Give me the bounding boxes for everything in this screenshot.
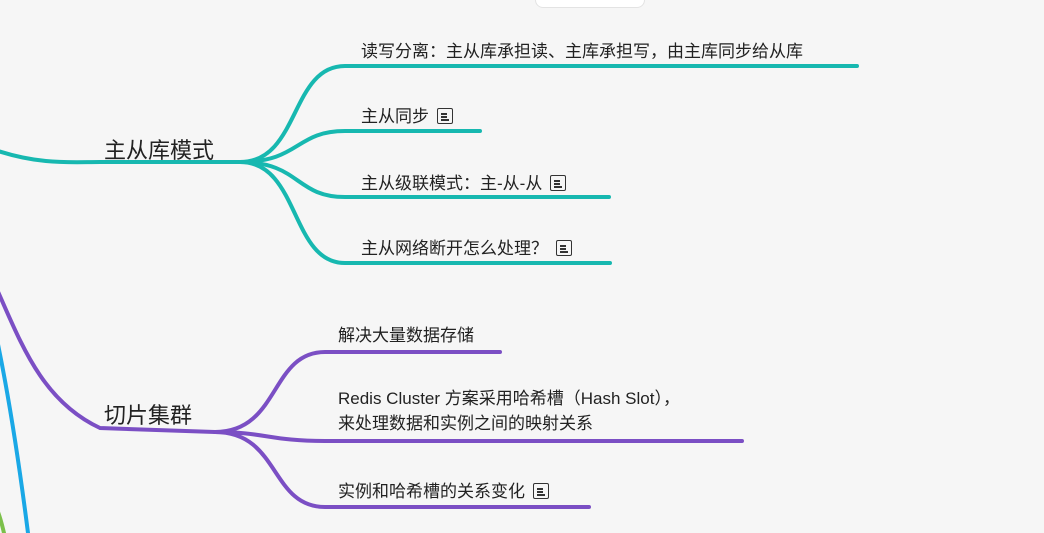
root-branch-green bbox=[0, 511, 6, 533]
teal-edge-1 bbox=[238, 64, 859, 164]
subtopic-large-data-storage[interactable]: 解决大量数据存储 bbox=[338, 321, 474, 346]
subtopic-label: 主从同步 bbox=[361, 107, 429, 126]
subtopic-read-write-split[interactable]: 读写分离：主从库承担读、主库承担写，由主库同步给从库 bbox=[361, 37, 803, 62]
note-icon[interactable] bbox=[437, 108, 453, 124]
purple-edge-3 bbox=[213, 430, 591, 509]
root-branch-purple bbox=[0, 291, 217, 434]
subtopic-network-disconnect[interactable]: 主从网络断开怎么处理？ bbox=[361, 234, 572, 259]
root-branch-teal bbox=[0, 149, 242, 165]
subtopic-master-slave-sync[interactable]: 主从同步 bbox=[361, 102, 453, 127]
note-icon[interactable] bbox=[533, 483, 549, 499]
subtopic-label: 解决大量数据存储 bbox=[338, 326, 474, 345]
subtopic-cascade-mode[interactable]: 主从级联模式：主-从-从 bbox=[361, 169, 567, 194]
subtopic-label: 主从级联模式：主-从-从 bbox=[361, 174, 543, 193]
subtopic-line: 来处理数据和实例之间的映射关系 bbox=[338, 414, 593, 433]
teal-edge-3 bbox=[238, 160, 611, 199]
subtopic-redis-cluster[interactable]: Redis Cluster 方案采用哈希槽（Hash Slot）， 来处理数据和… bbox=[338, 386, 680, 436]
root-branch-blue bbox=[0, 344, 30, 533]
subtopic-line: Redis Cluster 方案采用哈希槽（Hash Slot）， bbox=[338, 389, 680, 408]
note-icon[interactable] bbox=[556, 240, 572, 256]
subtopic-label: 主从网络断开怎么处理？ bbox=[361, 239, 548, 258]
purple-edge-1 bbox=[213, 350, 502, 434]
subtopic-label: 实例和哈希槽的关系变化 bbox=[338, 482, 525, 501]
subtopic-label: 读写分离：主从库承担读、主库承担写，由主库同步给从库 bbox=[361, 42, 803, 61]
topic-master-slave[interactable]: 主从库模式 bbox=[104, 138, 215, 163]
note-icon[interactable] bbox=[550, 175, 567, 191]
teal-edge-2 bbox=[238, 129, 482, 164]
subtopic-instance-slot-change[interactable]: 实例和哈希槽的关系变化 bbox=[338, 477, 549, 502]
teal-edge-4 bbox=[238, 160, 612, 265]
topic-sharded-cluster[interactable]: 切片集群 bbox=[104, 403, 193, 428]
